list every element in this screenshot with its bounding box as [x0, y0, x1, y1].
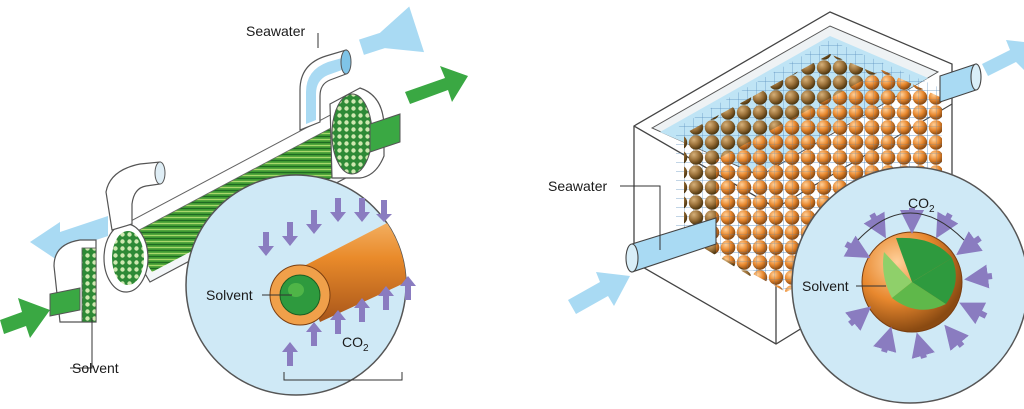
- right-inset-solvent-label: Solvent: [802, 278, 849, 294]
- co2-arrows-radial: [843, 208, 993, 359]
- bead-inset: [791, 166, 1024, 404]
- hollow-fiber-tube: [300, 206, 406, 322]
- membrane-module: [0, 6, 468, 369]
- bead-solvent-core: [896, 237, 952, 282]
- co2-arrows-bottom: [282, 276, 416, 366]
- solvent-outlet-arrow: [405, 66, 468, 104]
- co2-arrows-top: [258, 198, 392, 256]
- tank-seawater-outlet-arrow: [982, 40, 1024, 76]
- fiber-inset: [185, 174, 416, 396]
- tank-seawater-inlet-arrow: [568, 272, 630, 314]
- right-inset-co2-label: CO2: [908, 195, 935, 215]
- right-seawater-label: Seawater: [548, 178, 607, 194]
- left-seawater-label: Seawater: [246, 23, 305, 39]
- seawater-inlet-arrow: [358, 6, 425, 55]
- left-inset-co2-label: CO2: [342, 334, 369, 354]
- seawater-outlet-arrow: [30, 216, 108, 262]
- left-solvent-label: Solvent: [72, 360, 119, 376]
- left-inset-solvent-label: Solvent: [206, 287, 253, 303]
- seawater-outlet-pipe: [105, 161, 161, 231]
- solvent-inlet-arrow: [0, 298, 50, 338]
